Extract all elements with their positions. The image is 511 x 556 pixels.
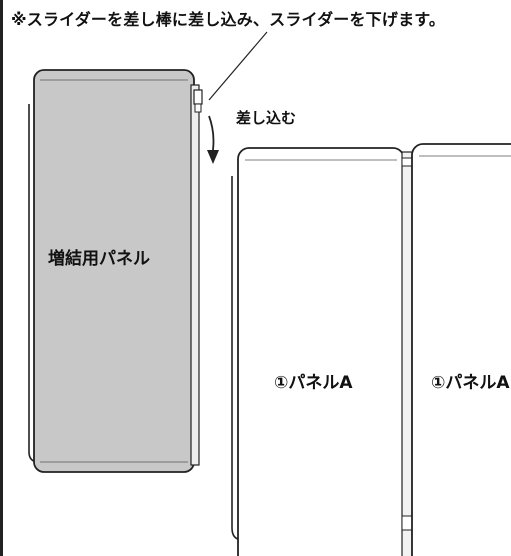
panel-a-left — [231, 147, 405, 556]
diagram-canvas — [28, 31, 511, 556]
panel-a-right — [411, 143, 511, 556]
instruction-note: ※スライダーを差し棒に差し込み、スライダーを下げます。 — [11, 10, 446, 29]
panel-a-right-label: ①パネルA — [431, 373, 510, 393]
extra-panel-label: 増結用パネル — [48, 249, 150, 269]
insert-label: 差し込む — [236, 109, 297, 127]
panel-a-left-label: ①パネルA — [274, 373, 353, 393]
insert-arrow — [207, 115, 219, 164]
panel-hinge — [401, 151, 413, 556]
extra-panel — [28, 69, 203, 473]
note-leader-line — [208, 31, 268, 101]
